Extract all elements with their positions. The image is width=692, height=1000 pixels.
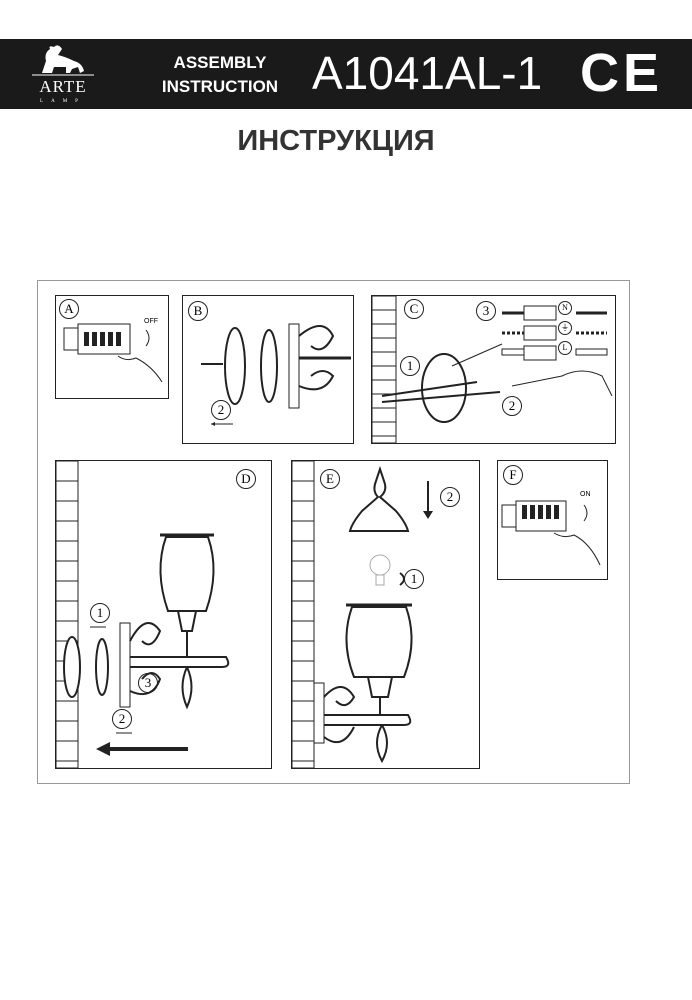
lamp-mounting-drawing	[56, 461, 230, 768]
panel-d-label: D	[236, 469, 256, 489]
step-1-marker: 1	[404, 569, 424, 589]
panel-a-label: A	[59, 299, 79, 319]
panel-f-label: F	[503, 465, 523, 485]
panel-c-label: C	[404, 299, 424, 319]
terminal-live: L	[558, 341, 572, 355]
mount-base-wiring-drawing	[372, 296, 613, 443]
step-3-marker: 3	[138, 673, 158, 693]
bulb-and-cap-drawing	[292, 461, 433, 768]
terminal-neutral: N	[558, 301, 572, 315]
brand-name: ARTE	[39, 77, 87, 96]
assembly-instruction-label: ASSEMBLY INSTRUCTION	[150, 51, 290, 99]
arte-lamp-logo: ARTE LAMP	[28, 43, 98, 105]
title-text: ИНСТРУКЦИЯ	[237, 125, 435, 157]
assembly-line2: INSTRUCTION	[161, 77, 279, 96]
step-2-marker: 2	[112, 709, 132, 729]
step-3-marker: 3	[476, 301, 496, 321]
brand-sub: LAMP	[40, 99, 86, 104]
panel-e-label: E	[320, 469, 340, 489]
winged-lion-icon	[32, 45, 94, 76]
panel-c: C 3 1 2 N ⏚ L	[371, 295, 616, 444]
step-2-marker: 2	[211, 400, 231, 420]
step-1-marker: 1	[400, 356, 420, 376]
model-number: A1041AL-1	[312, 47, 543, 99]
switch-on-text: ON	[580, 491, 591, 498]
ce-mark: CE	[580, 43, 664, 103]
panel-e: E 2 1	[291, 460, 480, 769]
assembly-line1: ASSEMBLY	[173, 53, 267, 72]
bracket-removal-drawing	[201, 323, 351, 426]
instruction-diagram-frame	[37, 280, 630, 784]
step-2-marker: 2	[440, 487, 460, 507]
panel-b-label: B	[188, 301, 208, 321]
circuit-breaker-on-drawing	[501, 500, 601, 566]
circuit-breaker-off-drawing	[63, 323, 163, 383]
step-1-marker: 1	[90, 603, 110, 623]
step-2-marker: 2	[502, 396, 522, 416]
header-bar: ARTE LAMP ASSEMBLY INSTRUCTION A1041AL-1…	[0, 39, 692, 109]
page-title: ИНСТРУКЦИЯ	[0, 125, 692, 158]
switch-off-text: OFF	[144, 318, 158, 325]
terminal-ground: ⏚	[558, 321, 572, 335]
panel-f: F ON	[497, 460, 608, 580]
panel-a: A OFF	[55, 295, 169, 399]
panel-d: D 1 2 3	[55, 460, 272, 769]
panel-b: B 2	[182, 295, 354, 444]
